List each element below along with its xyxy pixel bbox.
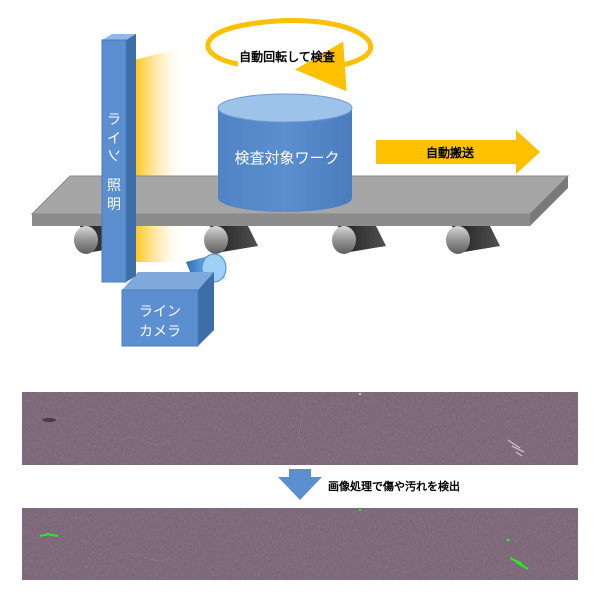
line-light-char: 照 bbox=[107, 178, 121, 194]
line-light-char: イ bbox=[107, 131, 121, 147]
roller bbox=[446, 226, 500, 254]
conveyor-direction-arrow: 自動搬送 bbox=[376, 130, 540, 174]
rotation-label: 自動回転して検査 bbox=[239, 49, 336, 64]
roller bbox=[332, 226, 386, 254]
conveyor-rollers bbox=[74, 226, 500, 254]
line-light-char: 明 bbox=[107, 197, 121, 213]
workpiece-label: 検査対象ワーク bbox=[234, 149, 339, 167]
camera-label-line1: ライン bbox=[139, 304, 181, 320]
line-light-char: ン bbox=[105, 148, 121, 162]
conveyor-label: 自動搬送 bbox=[426, 145, 475, 160]
line-light-char: ラ bbox=[107, 112, 121, 128]
camera-label-line2: カメラ bbox=[139, 324, 181, 340]
processed-scan-image bbox=[22, 508, 578, 580]
detected-defect bbox=[358, 508, 362, 512]
detected-defect bbox=[39, 533, 59, 537]
line-light: ラ イ ン 照 明 bbox=[101, 34, 136, 283]
raw-scan-image bbox=[22, 392, 578, 465]
detected-defect bbox=[506, 538, 510, 542]
dust-mark bbox=[359, 393, 361, 395]
processing-label: 画像処理で傷や汚れを検出 bbox=[328, 479, 460, 493]
stain-mark bbox=[42, 418, 56, 422]
rotation-arrow: 自動回転して検査 bbox=[205, 18, 373, 92]
line-camera: ライン カメラ bbox=[121, 253, 227, 347]
light-beam bbox=[134, 48, 182, 262]
workpiece-cylinder: 検査対象ワーク bbox=[217, 93, 353, 212]
detected-defect bbox=[509, 557, 529, 570]
roller bbox=[204, 226, 258, 254]
processing-arrow: 画像処理で傷や汚れを検出 bbox=[278, 469, 460, 500]
scratch-mark bbox=[507, 439, 525, 457]
